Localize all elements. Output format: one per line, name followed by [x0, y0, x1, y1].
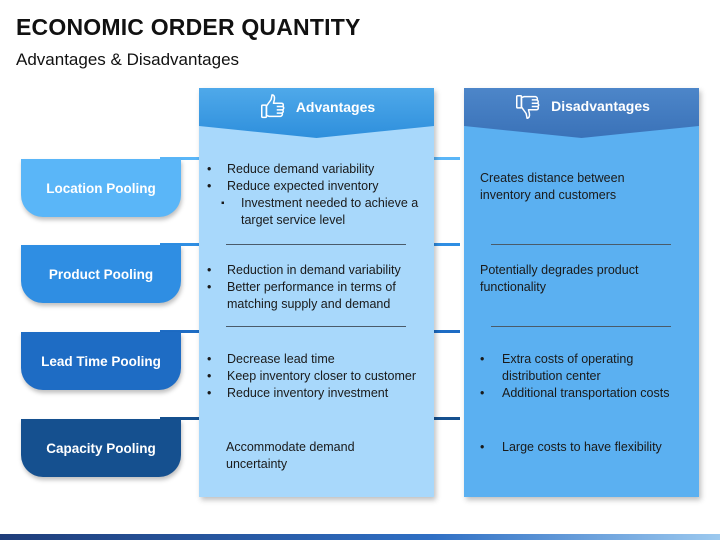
list-item: Better performance in terms of matching …	[199, 279, 434, 313]
disadvantages-label: Disadvantages	[551, 98, 650, 114]
slide-subtitle: Advantages & Disadvantages	[16, 50, 240, 69]
adv-location-pooling: Reduce demand variability Reduce expecte…	[199, 161, 434, 229]
divider	[491, 326, 671, 327]
thumbs-up-icon	[260, 94, 285, 119]
footer-bar	[0, 534, 720, 540]
list-item: Reduce expected inventory	[199, 178, 434, 195]
adv-lead-time-pooling: Decrease lead time Keep inventory closer…	[199, 351, 434, 402]
divider	[491, 244, 671, 245]
dis-capacity-pooling: Large costs to have flexibility	[464, 439, 699, 456]
list-item: Reduction in demand variability	[199, 262, 434, 279]
advantages-column: Advantages Reduce demand variability Red…	[199, 88, 434, 497]
pill-lead-time-pooling: Lead Time Pooling	[21, 332, 181, 390]
list-item: Reduce demand variability	[199, 161, 434, 178]
pill-location-pooling: Location Pooling	[21, 159, 181, 217]
list-item: Extra costs of operating distribution ce…	[464, 351, 699, 385]
list-item: Additional transportation costs	[464, 385, 699, 402]
divider	[226, 244, 406, 245]
cell-text: Potentially degrades product functionali…	[480, 263, 639, 294]
dis-location-pooling: Creates distance between inventory and c…	[464, 170, 699, 204]
divider	[226, 326, 406, 327]
list-item: Decrease lead time	[199, 351, 434, 368]
dis-lead-time-pooling: Extra costs of operating distribution ce…	[464, 351, 699, 402]
advantages-header	[199, 88, 434, 138]
slide-title: ECONOMIC ORDER QUANTITY	[16, 14, 361, 40]
dis-product-pooling: Potentially degrades product functionali…	[464, 262, 699, 296]
advantages-label: Advantages	[295, 99, 376, 115]
pill-product-pooling: Product Pooling	[21, 245, 181, 303]
pill-label: Product Pooling	[48, 266, 154, 282]
list-item: Keep inventory closer to customer	[199, 368, 434, 385]
disadvantages-column: Disadvantages Creates distance between i…	[464, 88, 699, 497]
list-item: Large costs to have flexibility	[464, 439, 699, 456]
pill-label: Capacity Pooling	[46, 440, 156, 456]
pill-label: Lead Time Pooling	[41, 353, 161, 369]
pill-label: Location Pooling	[46, 180, 156, 196]
adv-product-pooling: Reduction in demand variability Better p…	[199, 262, 434, 313]
disadvantages-header	[464, 88, 699, 138]
list-item: Reduce inventory investment	[199, 385, 434, 402]
adv-capacity-pooling: Accommodate demand uncertainty	[199, 439, 434, 473]
cell-text: Accommodate demand uncertainty	[226, 440, 355, 471]
pill-capacity-pooling: Capacity Pooling	[21, 419, 181, 477]
cell-text: Creates distance between inventory and c…	[480, 171, 625, 202]
sub-list-item: Investment needed to achieve a target se…	[199, 195, 434, 229]
thumbs-down-icon	[516, 94, 540, 119]
